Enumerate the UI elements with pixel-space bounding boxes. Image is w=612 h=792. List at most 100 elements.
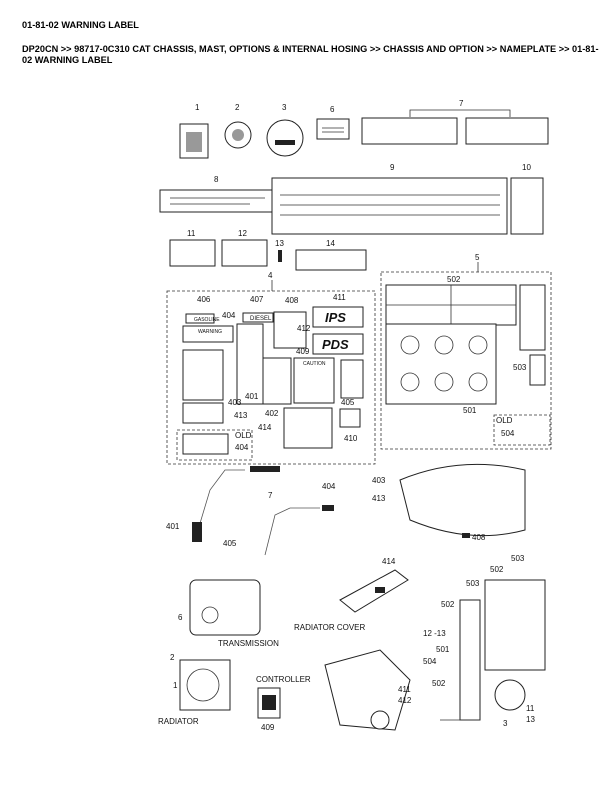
callout: 12 -13 <box>423 629 446 638</box>
callout: 409 <box>261 723 275 732</box>
forklift-mast <box>440 579 546 721</box>
callout: TRANSMISSION <box>218 639 279 648</box>
callout: 411 <box>398 685 411 694</box>
callout: 413 <box>234 411 248 420</box>
caution-text: CAUTION <box>303 361 326 367</box>
overhead-guard-parts <box>192 466 334 556</box>
label-item-13 <box>278 250 282 262</box>
controller <box>257 687 281 719</box>
group-5-box <box>380 271 552 450</box>
sticker-401 <box>236 323 264 405</box>
callout: 406 <box>197 295 211 304</box>
callout: 404 <box>235 443 249 452</box>
sticker-414 <box>283 407 333 449</box>
label-item-1 <box>179 123 209 159</box>
callout: 408 <box>472 533 486 542</box>
callouts: 1 2 3 6 7 8 9 10 11 12 13 14 4 5 406 407… <box>158 99 535 732</box>
breadcrumb: DP20CN >> 98717-0C310 CAT CHASSIS, MAST,… <box>22 44 599 65</box>
label-item-6 <box>316 118 350 140</box>
callout: 413 <box>372 494 386 503</box>
label-item-14 <box>295 249 367 271</box>
label-item-8 <box>159 189 276 213</box>
callout: 405 <box>341 398 355 407</box>
ips-sticker <box>312 306 364 328</box>
radiator-cover <box>339 569 409 613</box>
sticker-413 <box>182 402 224 424</box>
gasoline-text: GASOLINE <box>194 317 220 323</box>
callout: 401 <box>166 522 180 531</box>
callout: 402 <box>265 409 279 418</box>
callout: 412 <box>297 324 311 333</box>
callout: 414 <box>258 423 272 432</box>
ips-text: IPS <box>325 310 346 325</box>
callout: 7 <box>459 99 464 108</box>
callout: 503 <box>511 554 525 563</box>
label-item-12 <box>221 239 268 267</box>
callout: 10 <box>522 163 531 172</box>
callout: 504 <box>423 657 437 666</box>
label-item-2 <box>224 121 252 149</box>
callout: 1 <box>195 103 200 112</box>
old-warning-sticker <box>182 433 229 455</box>
callout: 2 <box>235 103 240 112</box>
page-title: 01-81-02 WARNING LABEL <box>22 20 139 30</box>
callout: OLD <box>235 431 252 440</box>
callout: 404 <box>322 482 336 491</box>
callout: 403 <box>372 476 386 485</box>
callout: 1 <box>173 681 178 690</box>
callout: 503 <box>513 363 527 372</box>
callout: 408 <box>285 296 299 305</box>
pds-sticker <box>312 333 364 355</box>
callout: OLD <box>496 416 513 425</box>
label-item-3 <box>266 119 304 157</box>
sticker-403 <box>182 349 224 401</box>
callout: 13 <box>526 715 535 724</box>
sticker-503 <box>529 354 546 386</box>
warning-sticker-404 <box>182 325 234 343</box>
callout: 9 <box>390 163 395 172</box>
callout: 3 <box>282 103 287 112</box>
callout: 12 <box>238 229 247 238</box>
callout: 6 <box>330 105 335 114</box>
callout: 414 <box>382 557 396 566</box>
callout: 401 <box>245 392 259 401</box>
callout: 503 <box>466 579 480 588</box>
transmission <box>189 579 261 636</box>
label-item-10 <box>510 177 544 235</box>
callout: 502 <box>447 275 461 284</box>
callout: 11 <box>187 229 196 238</box>
old-box-404 <box>176 429 253 461</box>
gasoline-sticker <box>185 313 215 324</box>
callout: RADIATOR COVER <box>294 623 365 632</box>
callout: 411 <box>333 293 346 302</box>
label-item-9 <box>271 177 508 235</box>
callout: 501 <box>463 406 477 415</box>
callout: 502 <box>432 679 446 688</box>
callout: 8 <box>214 175 219 184</box>
callout: 14 <box>326 239 335 248</box>
callout: 404 <box>222 311 236 320</box>
callout: 405 <box>223 539 237 548</box>
group-4-box <box>166 290 376 465</box>
callout: 4 <box>268 271 273 280</box>
callout: 3 <box>503 719 508 728</box>
callout: 403 <box>228 398 242 407</box>
callout: 502 <box>441 600 455 609</box>
sticker-402 <box>262 357 292 405</box>
callout: 412 <box>398 696 412 705</box>
pds-text: PDS <box>322 337 349 352</box>
callout: 6 <box>178 613 183 622</box>
sticker-side <box>519 284 546 351</box>
old-box-504 <box>493 414 551 446</box>
callout: CONTROLLER <box>256 675 311 684</box>
callout: 7 <box>268 491 273 500</box>
callout: 407 <box>250 295 264 304</box>
warning-text: WARNING <box>198 329 222 335</box>
label-item-7 <box>361 109 549 145</box>
label-item-11 <box>169 239 216 267</box>
radiator <box>179 659 231 711</box>
sticker-408 <box>273 311 307 349</box>
callout: 409 <box>296 347 310 356</box>
sticker-405 <box>340 359 364 399</box>
